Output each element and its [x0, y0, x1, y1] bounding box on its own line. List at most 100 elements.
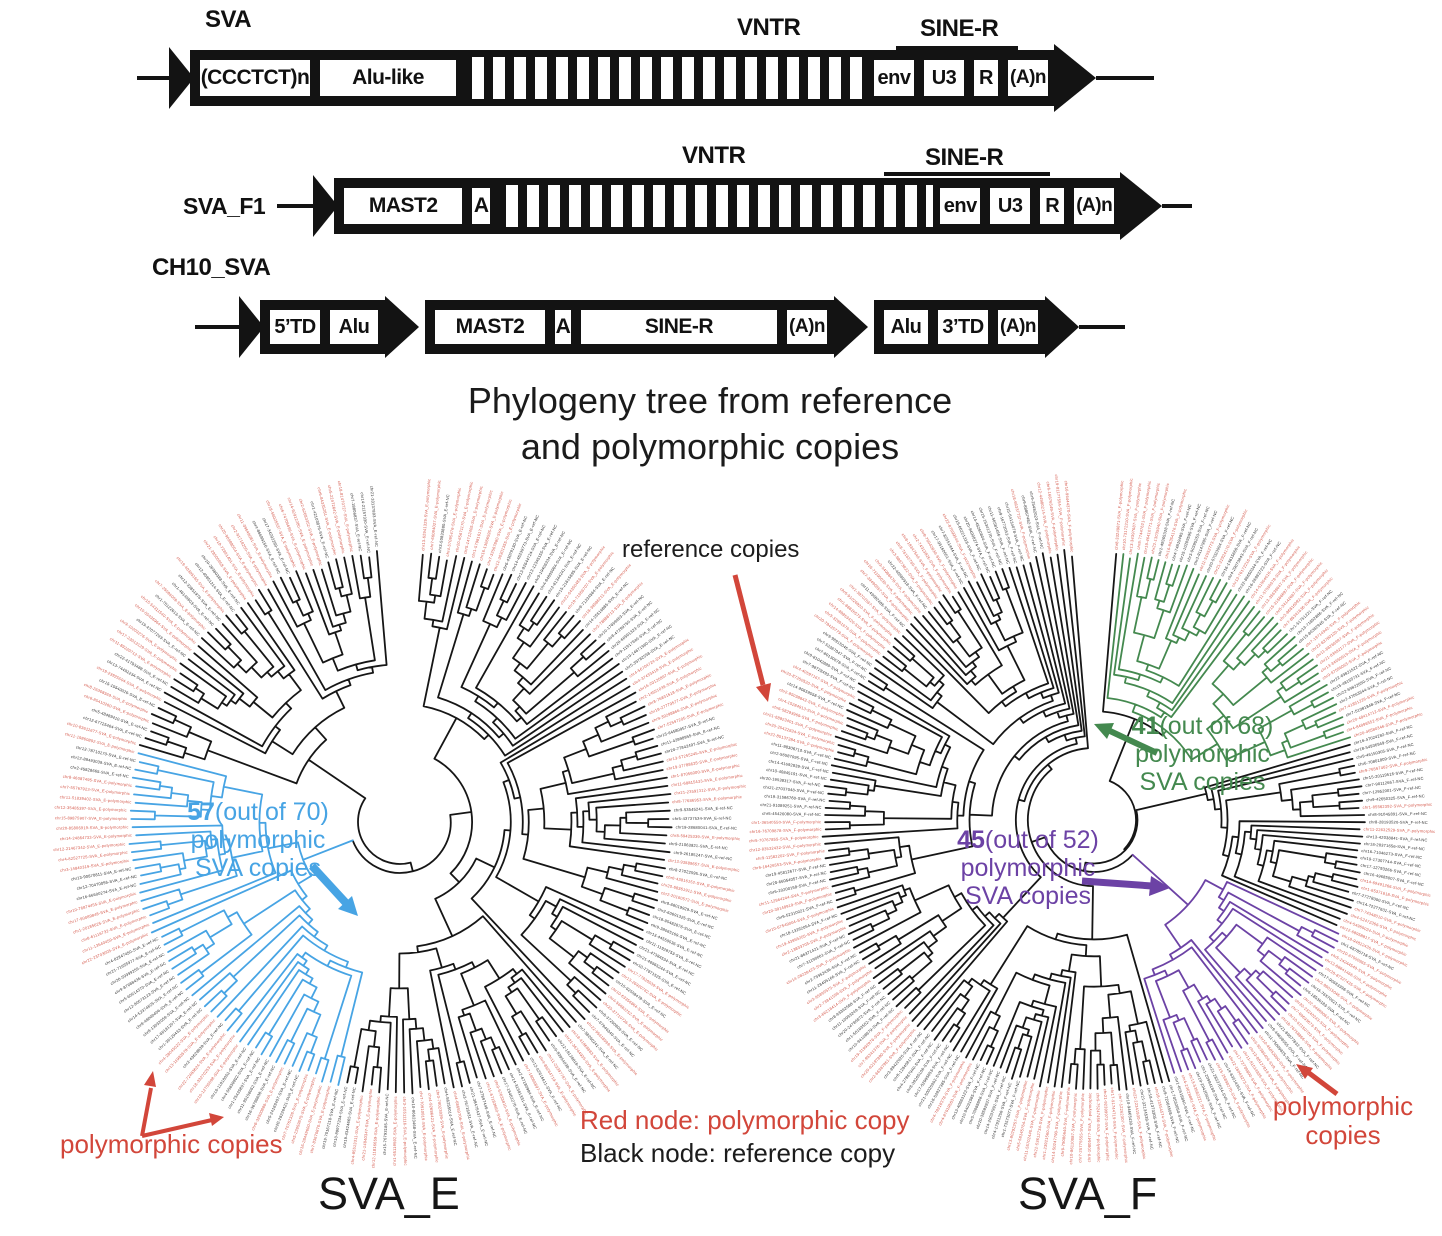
- svg-text:chr18-28371656-SVA_F-ref-NC: chr18-28371656-SVA_F-ref-NC: [1364, 841, 1426, 851]
- svg-text:chr15-89875907-SVA_E-polymorph: chr15-89875907-SVA_E-polymorphic: [55, 815, 127, 821]
- green-clade-arrow: [1094, 723, 1159, 756]
- svg-text:chr20-85806919-SVA_E-polymorph: chr20-85806919-SVA_E-polymorphic: [56, 824, 128, 830]
- ch10-sva-row-label: CH10_SVA: [152, 254, 271, 281]
- clade-count: 41: [1131, 712, 1160, 740]
- sine-r-overline-row2: [884, 172, 1050, 176]
- svg-text:chr7-12262307-SVA_F-polymorphi: chr7-12262307-SVA_F-polymorphic: [1118, 1093, 1130, 1163]
- svg-text:chr3-10511116-SVA_E-polymorphi: chr3-10511116-SVA_E-polymorphic: [402, 1097, 408, 1166]
- segment-5td: 5’TD: [267, 307, 323, 347]
- sva-e-clade-annotation: 57(out of 70) polymorphic SVA copies: [148, 798, 368, 882]
- segment-3td: 3’TD: [935, 307, 991, 347]
- svg-text:chr8-77686953-SVA_E-polymorphi: chr8-77686953-SVA_E-polymorphic: [672, 794, 742, 804]
- legend-black-node: Black node: reference copy: [580, 1138, 896, 1169]
- clade-line2: polymorphic: [1135, 740, 1270, 768]
- block-5td-alu: 5’TD Alu: [260, 300, 388, 354]
- node-color-legend: Red node: polymorphic copy Black node: r…: [580, 1104, 910, 1171]
- svg-text:chr12-21467342-SVA_E-polymorph: chr12-21467342-SVA_E-polymorphic: [53, 841, 126, 852]
- sine-r-label-row1: SINE-R: [920, 15, 999, 42]
- polymorphic-copies-right-annotation: polymorphic copies: [1268, 1091, 1418, 1150]
- clade-line2: polymorphic: [190, 826, 326, 854]
- svg-text:chr21-27037048-SVA_F-ref-NC: chr21-27037048-SVA_F-ref-NC: [763, 784, 825, 795]
- clade-line2: polymorphic: [960, 854, 1096, 882]
- block-arrow-icon: [1045, 296, 1079, 358]
- title-line-2: and polymorphic copies: [520, 426, 900, 468]
- svg-text:chr10-86623468-SVA_E-ref-NC: chr10-86623468-SVA_E-ref-NC: [411, 1097, 419, 1159]
- svg-text:chr1-36540550-SVA_F-polymorphi: chr1-36540550-SVA_F-polymorphic: [751, 819, 821, 825]
- clade-total: (out of 52): [984, 826, 1099, 854]
- svg-text:chr12-35485397-SVA_E-polymorph: chr12-35485397-SVA_E-polymorphic: [54, 805, 127, 813]
- sva-f1-body: MAST2 A env U3 R (A)n: [334, 178, 1125, 234]
- tail-line: [1162, 204, 1193, 208]
- tree-sva-e: chr13-62941329-SVA_E-polymorphicchr7-660…: [53, 478, 746, 1168]
- svg-text:chr9-79086640-SVA_F-polymorphi: chr9-79086640-SVA_F-polymorphic: [1060, 1087, 1072, 1157]
- svg-text:chr9-21063821-SVA_E-ref-NC: chr9-21063821-SVA_E-ref-NC: [669, 841, 728, 851]
- svg-text:chr7-70910819-SVA_E-polymorphi: chr7-70910819-SVA_E-polymorphic: [419, 1091, 429, 1161]
- segment-mast2: MAST2: [341, 185, 466, 227]
- legend-red-node: Red node: polymorphic copy: [580, 1105, 910, 1135]
- svg-text:chr9-26185247-SVA_E-ref-NC: chr9-26185247-SVA_E-ref-NC: [673, 850, 732, 862]
- segment-env: env: [871, 57, 917, 99]
- sva-f-green-clade-annotation: 41(out of 68) polymorphic SVA copies: [1090, 712, 1315, 796]
- end-arrow-icon: [1120, 172, 1163, 240]
- purple-clade-arrow: [1081, 876, 1170, 896]
- title-line-1: Phylogeny tree from reference: [467, 380, 953, 421]
- segment-alu: Alu: [327, 307, 381, 347]
- clade-count: 45: [957, 826, 985, 854]
- sva-f-purple-clade-annotation: 45(out of 52) polymorphic SVA copies: [928, 826, 1128, 910]
- sva-f1-row-label: SVA_F1: [183, 192, 266, 219]
- clade-line3: SVA copies: [194, 854, 321, 882]
- svg-text:chr9-10805477-SVA_F-polymorphi: chr9-10805477-SVA_F-polymorphic: [1086, 1092, 1092, 1162]
- svg-text:chr15-76793185-SVA_E-ref-NC: chr15-76793185-SVA_E-ref-NC: [382, 1093, 390, 1155]
- segment-alu: Alu: [881, 307, 931, 347]
- svg-text:chr11-22632529-SVA_F-polymorph: chr11-22632529-SVA_F-polymorphic: [1364, 826, 1436, 834]
- segment-u3: U3: [987, 185, 1034, 227]
- segment-r: R: [971, 57, 1001, 99]
- svg-text:chr21-92399972-SVA_F-polymorph: chr21-92399972-SVA_F-polymorphic: [1103, 1089, 1111, 1161]
- svg-text:chr21-91089251-SVA_F-ref-NC: chr21-91089251-SVA_F-ref-NC: [760, 802, 822, 810]
- svg-text:chr9-53545241-SVA_E-ref-NC: chr9-53545241-SVA_E-ref-NC: [674, 805, 733, 812]
- lead-line: [195, 325, 239, 329]
- svg-text:chr11-51839402-SVA_E-polymorph: chr11-51839402-SVA_E-polymorphic: [60, 794, 132, 804]
- svg-text:chr12-83532432-SVA_F-polymorph: chr12-83532432-SVA_F-polymorphic: [749, 841, 821, 852]
- poly-right-line1: polymorphic: [1272, 1091, 1414, 1121]
- svg-text:chr5-70767855-SVA_F-polymorphi: chr5-70767855-SVA_F-polymorphic: [749, 834, 819, 843]
- sva-structure-row: (CCCTCT)n Alu-like env U3 R (A)n: [137, 44, 1154, 112]
- sine-r-label-row2: SINE-R: [925, 144, 1004, 171]
- svg-text:chr19-28680041-SVA_E-ref-NC: chr19-28680041-SVA_E-ref-NC: [676, 824, 738, 830]
- svg-text:chr19-31566760-SVA_F-ref-NC: chr19-31566760-SVA_F-ref-NC: [764, 793, 826, 802]
- vntr-label-row1: VNTR: [737, 14, 801, 41]
- end-arrow-icon: [1054, 44, 1096, 112]
- vntr-stripes: [463, 57, 867, 99]
- svg-text:chr12-11816659-SVA_E-polymorph: chr12-11816659-SVA_E-polymorphic: [370, 1096, 381, 1168]
- start-arrow-icon: [239, 296, 264, 358]
- svg-text:chr10-86110087-SVA_F-polymorph: chr10-86110087-SVA_F-polymorphic: [1068, 1093, 1078, 1165]
- segment-env: env: [937, 185, 984, 227]
- segment-u3: U3: [921, 57, 967, 99]
- reference-copies-annotation: reference copies: [622, 536, 800, 563]
- tree-sva-f: chr8-33249871-SVA_F-polymorphicchr10-731…: [749, 474, 1436, 1164]
- figure-title: Phylogeny tree from reference and polymo…: [360, 378, 1060, 470]
- clade-count: 57: [187, 798, 215, 826]
- svg-text:chr8-59425339-SVA_E-polymorphi: chr8-59425339-SVA_E-polymorphic: [670, 833, 740, 842]
- segment-ccctct: (CCCTCT)n: [197, 57, 313, 99]
- sine-r-overline-row1: [896, 46, 1018, 50]
- segment-a: A: [552, 307, 574, 347]
- segment-an: (A)n: [1005, 57, 1051, 99]
- sva-f1-structure-row: SVA_F1 MAST2 A env U3 R (A)n: [183, 172, 1193, 240]
- segment-r: R: [1037, 185, 1068, 227]
- blue-clade-arrow: [309, 863, 358, 916]
- reference-copies-arrow: [732, 574, 771, 702]
- segment-alu-like: Alu-like: [317, 57, 459, 99]
- svg-text:chr5-45426080-SVA_F-ref-NC: chr5-45426080-SVA_F-ref-NC: [762, 811, 821, 817]
- svg-text:chr1-85562392-SVA_F-polymorphi: chr1-85562392-SVA_F-polymorphic: [1362, 802, 1432, 810]
- svg-text:chr7-12952001-SVA_F-ref-NC: chr7-12952001-SVA_F-ref-NC: [1362, 785, 1421, 796]
- block-arrow-icon: [834, 296, 868, 358]
- svg-text:chr5-43737534-SVA_E-ref-NC: chr5-43737534-SVA_E-ref-NC: [672, 815, 731, 821]
- svg-text:chr21-33137893-SVA_E-ref-NC: chr21-33137893-SVA_E-ref-NC: [369, 485, 379, 547]
- tail-line: [1096, 76, 1154, 80]
- svg-text:chr9-42650325-SVA_F-ref-NC: chr9-42650325-SVA_F-ref-NC: [1366, 793, 1425, 802]
- svg-text:chr16-96444370-SVA_F-polymorph: chr16-96444370-SVA_F-polymorphic: [1064, 480, 1075, 552]
- polymorphic-left-arrow-b: [141, 1113, 224, 1138]
